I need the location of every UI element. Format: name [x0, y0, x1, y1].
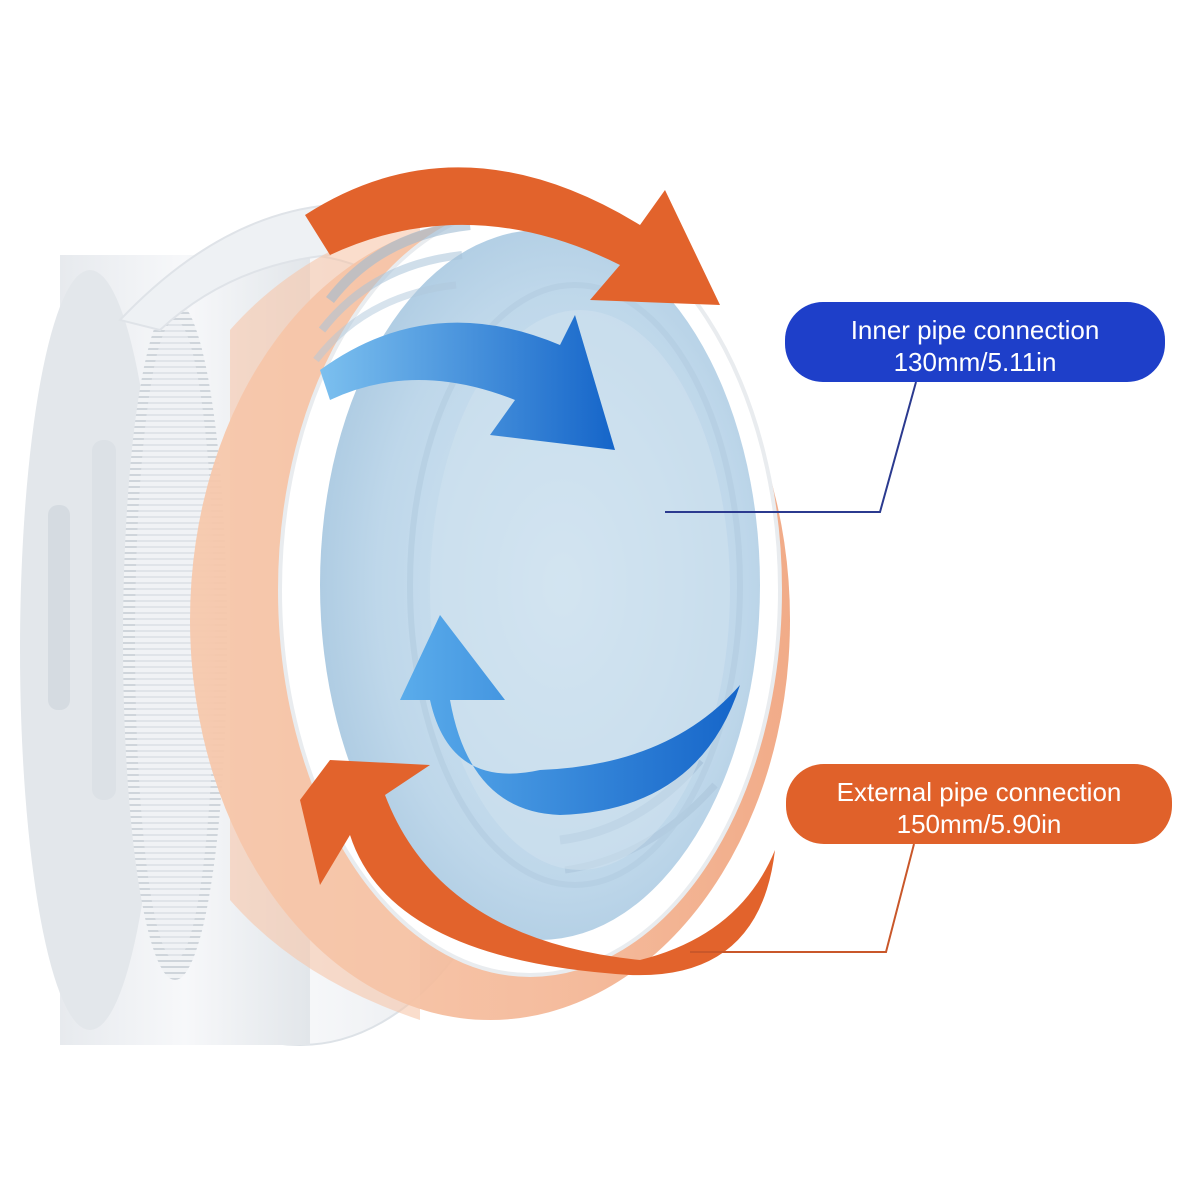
inner-leader-line — [665, 381, 917, 513]
external-callout-title: External pipe connection — [836, 777, 1122, 807]
external-leader-line — [690, 843, 915, 953]
blue-arrow-top-icon — [320, 315, 615, 450]
bottom-orange-arrow-icon — [300, 760, 775, 976]
inner-callout-size: 130mm/5.11in — [893, 347, 1057, 377]
inner-pipe-callout: Inner pipe connection 130mm/5.11in — [785, 302, 1165, 382]
external-pipe-callout: External pipe connection 150mm/5.90in — [786, 764, 1172, 844]
external-callout-size: 150mm/5.90in — [896, 809, 1062, 839]
blue-arrow-bottom-icon — [400, 615, 740, 815]
inner-callout-title: Inner pipe connection — [850, 315, 1100, 345]
top-orange-arrow-icon — [305, 167, 720, 305]
